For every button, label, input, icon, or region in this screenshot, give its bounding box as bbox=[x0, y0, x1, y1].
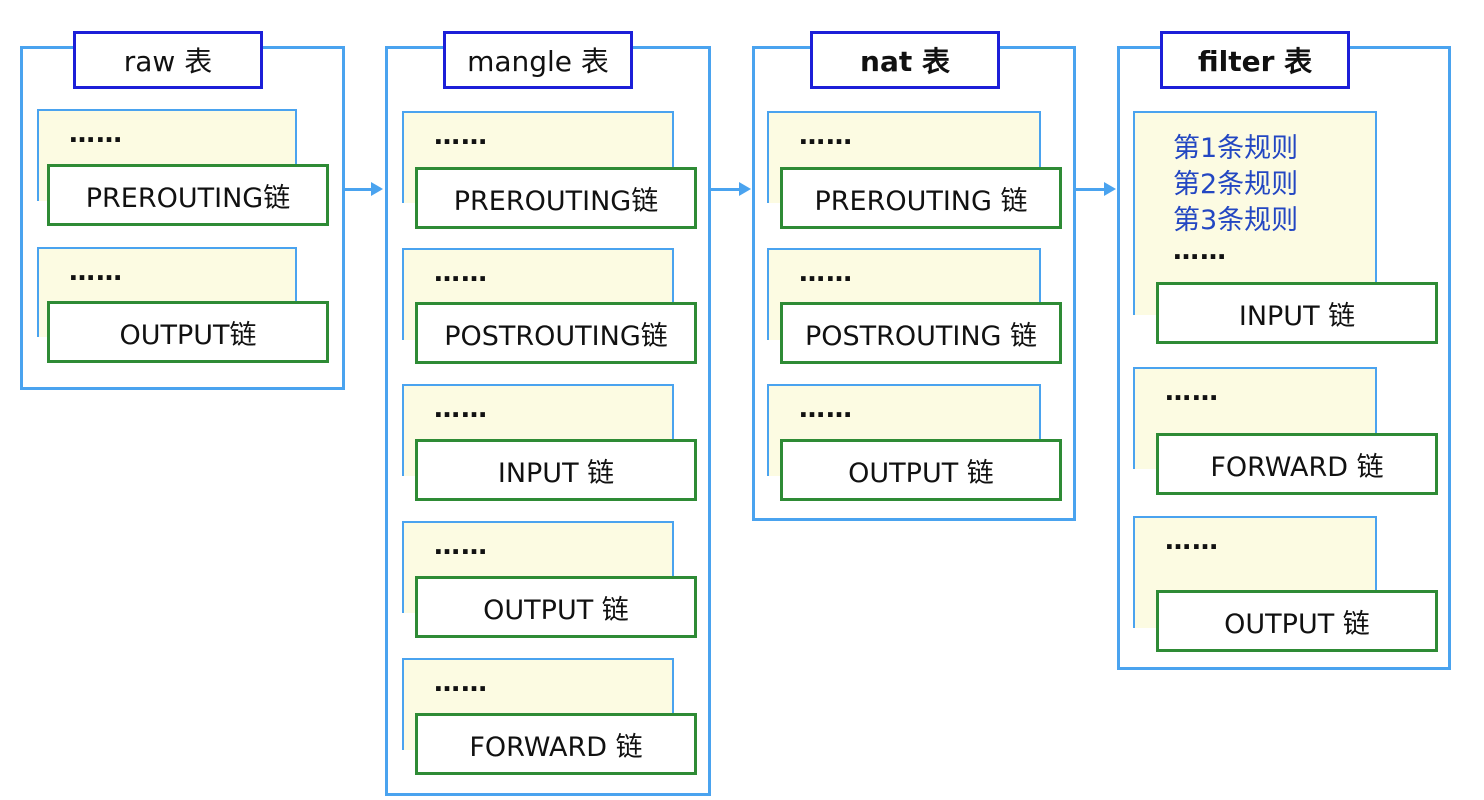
mangle-prerouting-chain: PREROUTING链 bbox=[415, 167, 697, 229]
rule-item: 第2条规则 bbox=[1173, 169, 1299, 200]
filter-input-rules: 第1条规则 第2条规则 第3条规则 …… bbox=[1133, 111, 1377, 315]
rules-ellipsis: …… bbox=[1165, 526, 1219, 556]
rules-ellipsis: …… bbox=[434, 258, 488, 288]
rules-ellipsis: …… bbox=[434, 394, 488, 424]
nat-table-title: nat 表 bbox=[810, 31, 1000, 89]
nat-table: nat 表 …… PREROUTING 链 …… POSTROUTING 链 …… bbox=[752, 31, 1076, 521]
nat-output-chain: OUTPUT 链 bbox=[780, 439, 1062, 501]
rule-item: 第3条规则 bbox=[1173, 205, 1299, 236]
filter-table: filter 表 第1条规则 第2条规则 第3条规则 …… INPUT 链 ……… bbox=[1117, 31, 1451, 670]
arrow-raw-to-mangle bbox=[345, 182, 383, 196]
filter-input-chain: INPUT 链 bbox=[1156, 282, 1438, 344]
raw-prerouting-chain: PREROUTING链 bbox=[47, 164, 329, 226]
raw-output-chain: OUTPUT链 bbox=[47, 301, 329, 363]
rules-ellipsis: …… bbox=[434, 531, 488, 561]
rules-ellipsis: …… bbox=[799, 121, 853, 151]
filter-table-title: filter 表 bbox=[1160, 31, 1350, 89]
raw-table-title: raw 表 bbox=[73, 31, 263, 89]
rules-ellipsis: …… bbox=[434, 668, 488, 698]
mangle-table-title: mangle 表 bbox=[443, 31, 633, 89]
mangle-output-chain: OUTPUT 链 bbox=[415, 576, 697, 638]
rules-ellipsis: …… bbox=[1173, 236, 1227, 266]
mangle-input-chain: INPUT 链 bbox=[415, 439, 697, 501]
arrow-nat-to-filter bbox=[1076, 182, 1116, 196]
mangle-forward-chain: FORWARD 链 bbox=[415, 713, 697, 775]
rules-ellipsis: …… bbox=[799, 258, 853, 288]
rules-ellipsis: …… bbox=[69, 257, 123, 287]
rules-ellipsis: …… bbox=[434, 121, 488, 151]
arrow-mangle-to-nat bbox=[711, 182, 751, 196]
filter-output-chain: OUTPUT 链 bbox=[1156, 590, 1438, 652]
mangle-postrouting-chain: POSTROUTING链 bbox=[415, 302, 697, 364]
nat-postrouting-chain: POSTROUTING 链 bbox=[780, 302, 1062, 364]
rules-ellipsis: …… bbox=[799, 394, 853, 424]
rule-item: 第1条规则 bbox=[1173, 133, 1299, 164]
nat-prerouting-chain: PREROUTING 链 bbox=[780, 167, 1062, 229]
mangle-table: mangle 表 …… PREROUTING链 …… POSTROUTING链 … bbox=[385, 31, 711, 796]
rules-ellipsis: …… bbox=[69, 119, 123, 149]
filter-forward-chain: FORWARD 链 bbox=[1156, 433, 1438, 495]
raw-table: raw 表 …… PREROUTING链 …… OUTPUT链 bbox=[20, 31, 345, 390]
filter-rule-list: 第1条规则 第2条规则 第3条规则 …… bbox=[1173, 131, 1298, 269]
rules-ellipsis: …… bbox=[1165, 377, 1219, 407]
